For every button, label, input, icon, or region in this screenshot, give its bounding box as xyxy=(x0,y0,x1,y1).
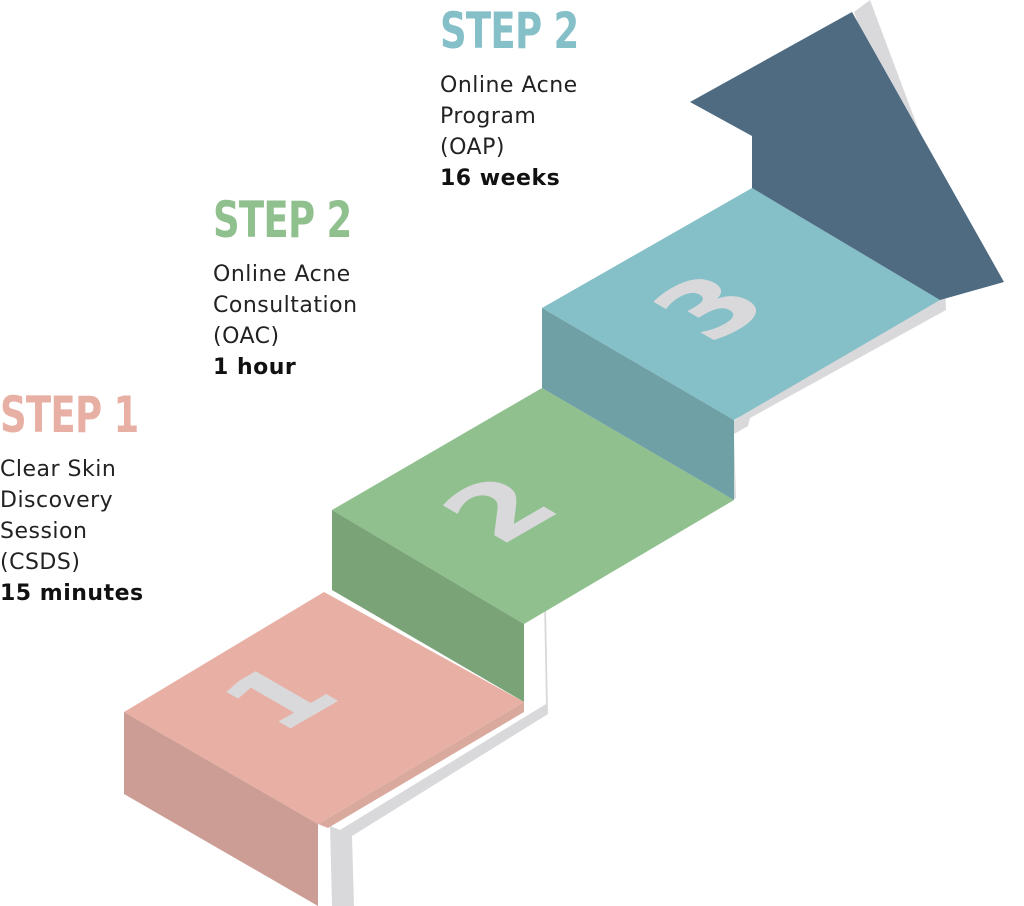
step-2-line: Consultation xyxy=(213,293,358,318)
stair-step-3: 3 xyxy=(542,188,940,500)
stair-step-3-front xyxy=(542,308,734,500)
stair-step-1: 1 xyxy=(124,592,524,906)
step-1-duration: 15 minutes xyxy=(0,581,144,606)
step-2-line: Online Acne xyxy=(213,262,351,287)
step-1-heading: STEP 1 xyxy=(0,386,139,444)
step-1-line: Clear Skin xyxy=(0,457,117,482)
stair-step-1-front xyxy=(124,712,318,906)
step-2-duration: 1 hour xyxy=(213,355,297,380)
step-3-description: Online Acne Program (OAP) 16 weeks xyxy=(440,70,627,194)
arrow-head-shape xyxy=(690,12,1004,300)
step-1-line: (CSDS) xyxy=(0,550,81,575)
step-1-info: STEP 1 Clear Skin Discovery Session (CSD… xyxy=(0,388,187,609)
stair-step-1-top xyxy=(124,592,524,824)
step-1-line: Discovery xyxy=(0,488,114,513)
step-2-heading: STEP 2 xyxy=(213,191,352,249)
stair-step-1-side xyxy=(318,702,524,828)
step-3-duration: 16 weeks xyxy=(440,166,561,191)
step-3-line: Program xyxy=(440,104,537,129)
step-2-description: Online Acne Consultation (OAC) 1 hour xyxy=(213,259,400,383)
step-2-line: (OAC) xyxy=(213,324,280,349)
step-3-heading: STEP 2 xyxy=(440,2,579,60)
stair-step-2-top xyxy=(332,388,734,624)
arrow-head xyxy=(690,12,1004,300)
step-3-line: Online Acne xyxy=(440,73,578,98)
step-3-info: STEP 2 Online Acne Program (OAP) 16 week… xyxy=(440,4,627,194)
step-2-info: STEP 2 Online Acne Consultation (OAC) 1 … xyxy=(213,193,400,383)
step-1-line: Session xyxy=(0,519,88,544)
step-1-description: Clear Skin Discovery Session (CSDS) 15 m… xyxy=(0,454,187,609)
stair-step-2: 2 xyxy=(332,388,734,702)
stair-track xyxy=(330,0,960,906)
step-3-line: (OAP) xyxy=(440,135,505,160)
stair-step-3-top xyxy=(542,188,940,420)
stair-step-2-front xyxy=(332,510,524,702)
